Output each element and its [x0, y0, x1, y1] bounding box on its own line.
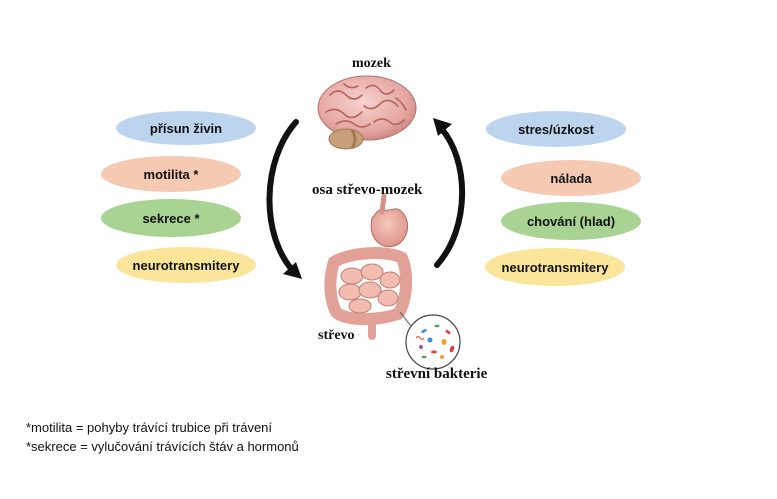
- left-item-nutrient-intake: přísun živin: [116, 111, 256, 145]
- brain-icon: [317, 75, 417, 150]
- right-item-neurotransmitters: neurotransmitery: [485, 248, 625, 286]
- arrow-down-curved-icon: [266, 119, 302, 279]
- arrow-up-curved-icon: [433, 118, 466, 268]
- footnote-secretion: *sekrece = vylučování trávících štáv a h…: [26, 439, 299, 454]
- footnote-motility: *motilita = pohyby trávící trubice při t…: [26, 420, 273, 435]
- gut-label: střevo: [318, 328, 355, 343]
- left-item-secretion: sekrece *: [101, 199, 241, 237]
- bacteria-icon: [405, 314, 461, 370]
- left-item-neurotransmitters: neurotransmitery: [116, 247, 256, 283]
- right-item-behavior-hunger: chování (hlad): [501, 202, 641, 240]
- bacteria-label: střevní bakterie: [386, 366, 488, 382]
- right-item-mood: nálada: [501, 160, 641, 196]
- brain-label: mozek: [352, 56, 391, 71]
- intestine-icon: [324, 193, 413, 340]
- axis-label: osa střevo-mozek: [312, 182, 423, 198]
- left-item-motility: motilita *: [101, 156, 241, 192]
- right-item-stress-anxiety: stres/úzkost: [486, 111, 626, 147]
